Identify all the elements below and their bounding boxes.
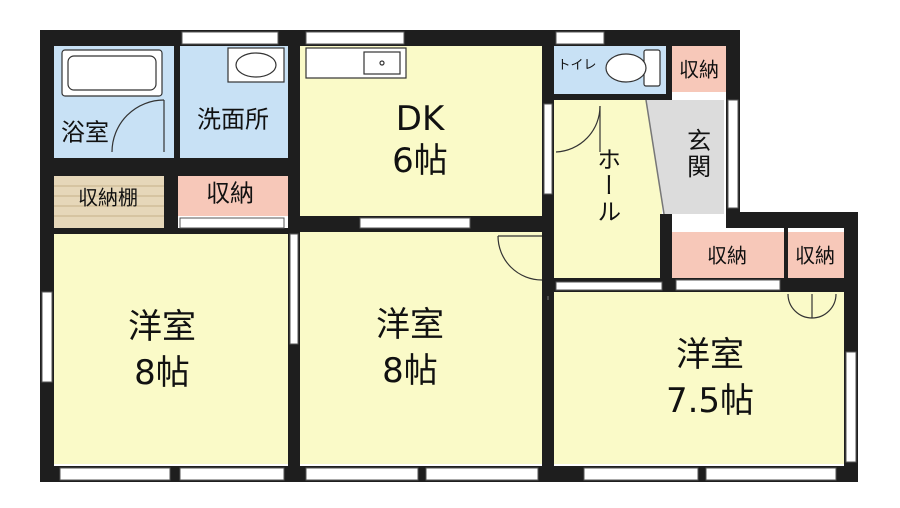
storage-mid-label: 収納 [206,179,254,208]
entrance-floor [646,100,724,214]
dk-name-label: DK [395,99,445,140]
dk-size-label: 6帖 [392,141,448,182]
storage-mid-floor [178,176,288,216]
western2-floor [300,232,542,464]
shelf-floor [54,176,164,228]
washroom-label: 洗面所 [197,105,269,134]
door-swings [111,99,837,319]
bath-label: 浴室 [61,118,109,147]
western2-size-label: 8帖 [382,351,438,392]
western2-name-label: 洋室 [376,305,444,346]
western1-floor [54,232,288,464]
entrance-label: 玄関 [682,128,711,180]
storage-right-b-label: 収納 [795,243,835,268]
storage-top-right-label: 収納 [679,57,719,82]
sliding-doors [179,103,781,345]
wash-basin [227,47,285,83]
storage-right-a-label: 収納 [707,243,747,268]
windows [41,31,857,481]
shelf-label: 収納棚 [78,185,138,210]
shelf-stripes [54,185,164,217]
western3-floor [554,292,844,464]
bathtub [61,49,163,97]
toilet-fixture [605,49,661,87]
western1-name-label: 洋室 [128,307,196,348]
western3-name-label: 洋室 [676,335,744,376]
storage-right-a-floor [672,232,784,278]
western1-size-label: 8帖 [134,353,190,394]
entrance-step-line [645,99,665,215]
hall-floor [554,100,662,280]
storage-right-b-floor [788,232,844,278]
storage-top-right-floor [672,46,726,92]
kitchen-sink [305,47,407,79]
hall-label: ホール [592,147,621,225]
toilet-label: トイレ [557,58,597,74]
western3-size-label: 7.5帖 [665,381,755,422]
